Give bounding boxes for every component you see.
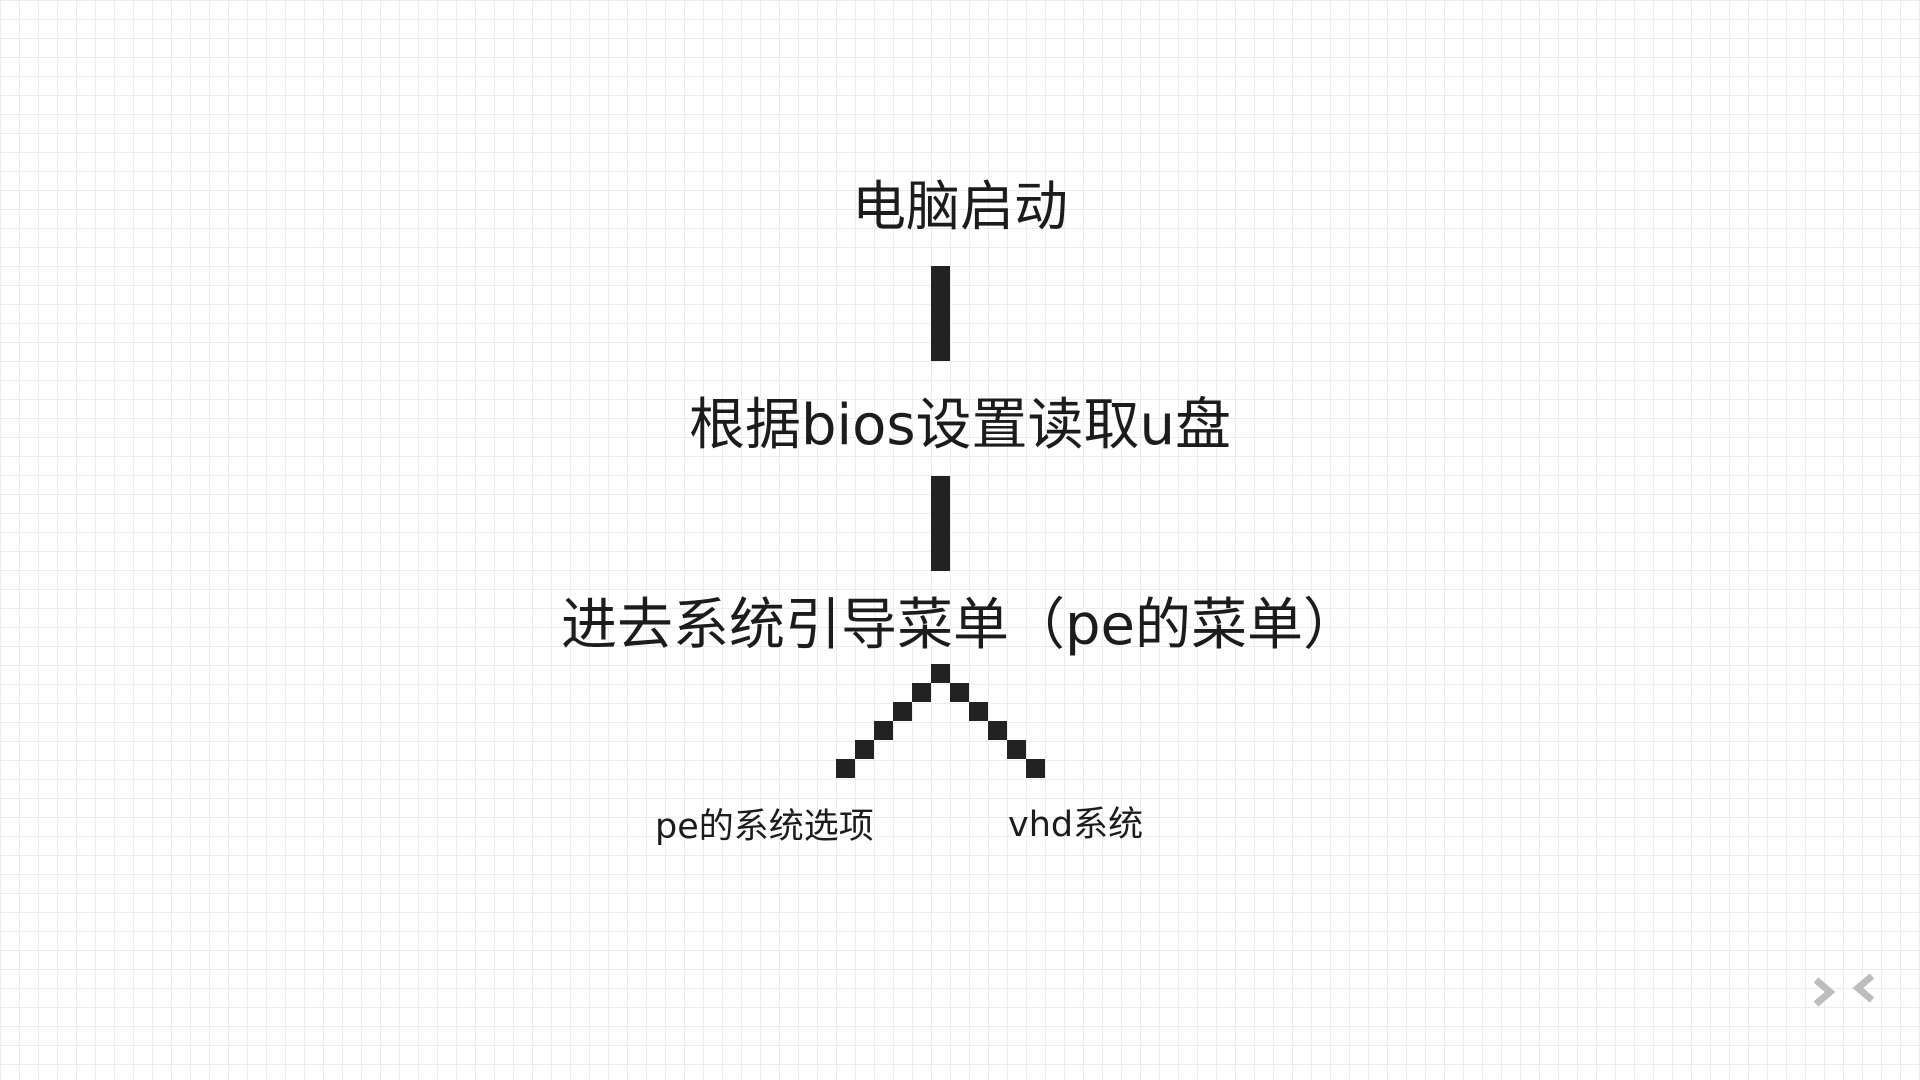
branch-pixel — [1007, 740, 1026, 759]
flow-step-computer-start: 电脑启动 — [852, 175, 1068, 238]
collapse-arrows-icon — [1813, 973, 1875, 1007]
branch-pixel — [1026, 759, 1045, 778]
collapse-button[interactable] — [1810, 970, 1886, 1016]
connector-line-1 — [931, 266, 950, 361]
branch-label-pe-options: pe的系统选项 — [655, 807, 874, 847]
branch-pixel — [836, 759, 855, 778]
branch-pixel — [893, 702, 912, 721]
branch-pixel — [969, 702, 988, 721]
branch-pixel — [988, 721, 1007, 740]
branch-pixel — [931, 664, 950, 683]
branch-pixel — [855, 740, 874, 759]
flow-step-bios-read-usb: 根据bios设置读取u盘 — [688, 393, 1232, 458]
branch-pixel — [912, 683, 931, 702]
flow-step-boot-menu: 进去系统引导菜单（pe的菜单） — [561, 593, 1359, 658]
branch-pixel — [874, 721, 893, 740]
branch-label-vhd-system: vhd系统 — [1008, 805, 1144, 845]
connector-line-2 — [931, 476, 950, 571]
branch-pixel — [950, 683, 969, 702]
